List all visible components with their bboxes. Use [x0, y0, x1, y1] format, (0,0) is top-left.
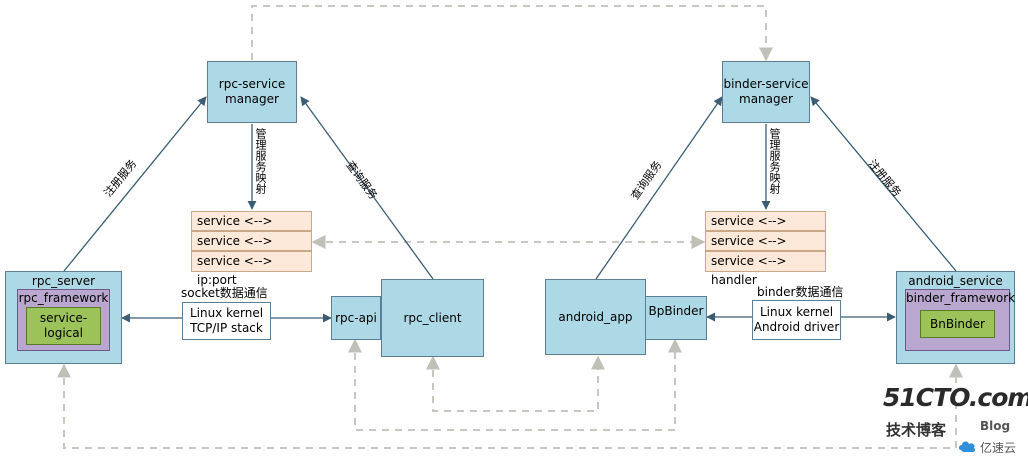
binder-service-manager-label: binder-service manager [723, 77, 809, 106]
service-logical-label: service- logical [39, 311, 88, 340]
ipport-map-row: service <--> ip:port [191, 231, 312, 267]
manage-mapping-label-right: 管理服务映射 [768, 128, 781, 194]
bpbinder: BpBinder [645, 296, 707, 340]
handler-map-table: service <--> handler service <--> handle… [705, 211, 826, 287]
rpc-service-manager: rpc-service manager [207, 61, 297, 123]
arrow-query-binder [595, 96, 723, 280]
arrow-query-rpc [300, 96, 434, 280]
binder-comm-label: binder数据通信 [757, 285, 844, 299]
linux-android-driver: Linux kernel Android driver [752, 300, 841, 340]
binder-framework-label: binder_framework [906, 291, 1016, 305]
android-app-label: android_app [558, 309, 633, 324]
service-logical: service- logical [26, 307, 101, 345]
watermark-yisu: 亿速云 [980, 441, 1017, 455]
handler-map-row: service <--> handler [705, 251, 826, 287]
binder-framework: binder_framework BnBinder [905, 289, 1016, 351]
dash-bottom-mid [348, 338, 682, 431]
watermark-tagline: 技术博客 [886, 421, 947, 439]
bnbinder-label: BnBinder [930, 316, 985, 331]
ipport-map-row: service <--> ip:port [191, 251, 312, 287]
dash-bottom-inner [426, 355, 605, 412]
rpc-api-label: rpc-api [335, 310, 377, 325]
rpc-server-label: rpc_server [31, 274, 96, 288]
linux-android-driver-label: Linux kernel Android driver [753, 305, 840, 334]
handler-map-row: service <--> handler [705, 211, 826, 247]
dash-bottom-outer [57, 363, 963, 449]
rpc-client: rpc_client [381, 279, 484, 357]
bpbinder-label: BpBinder [648, 304, 704, 318]
android-app: android_app [545, 279, 646, 355]
manage-mapping-label-left: 管理服务映射 [254, 128, 267, 194]
handler-map-row: service <--> handler [705, 231, 826, 267]
socket-comm-label: socket数据通信 [181, 286, 268, 300]
ipport-map-table: service <--> ip:port service <--> ip:por… [191, 211, 312, 287]
rpc-framework-label: rpc_framework [18, 291, 109, 305]
rpc-api: rpc-api [331, 296, 381, 340]
ipport-map-row: service <--> ip:port [191, 211, 312, 247]
android-service-label: android_service [908, 274, 1003, 288]
rpc-service-manager-label: rpc-service manager [218, 77, 286, 106]
rpc-framework: rpc_framework service- logical [17, 289, 110, 351]
bnbinder: BnBinder [920, 310, 995, 338]
dash-top-link [251, 5, 773, 62]
linux-tcp-stack: Linux kernel TCP/IP stack [182, 302, 271, 340]
binder-service-manager: binder-service manager [722, 61, 810, 123]
rpc-server: rpc_server rpc_framework service- logica… [5, 271, 122, 364]
rpc-client-label: rpc_client [403, 310, 462, 325]
yisu-cloud-icon [958, 441, 976, 452]
watermark-blog: Blog [980, 419, 1011, 433]
arrow-register-binder [810, 96, 957, 272]
arrow-register-rpc [63, 96, 207, 272]
linux-tcp-stack-label: Linux kernel TCP/IP stack [189, 306, 264, 335]
watermark-brand: 51CTO.com [883, 383, 1028, 412]
android-service: android_service binder_framework BnBinde… [896, 271, 1015, 364]
